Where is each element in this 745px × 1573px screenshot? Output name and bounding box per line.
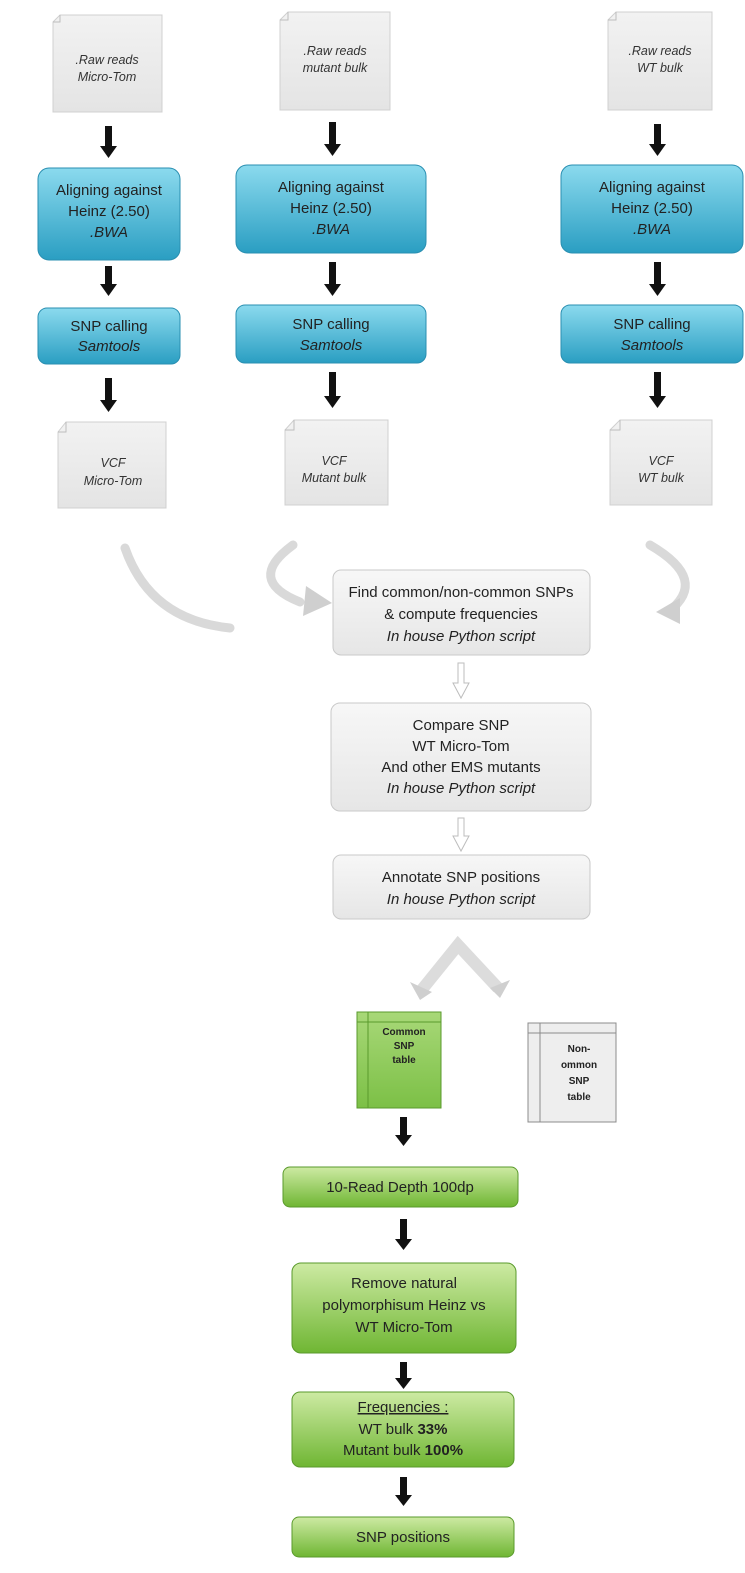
snp-positions-box: SNP positions [291, 1516, 515, 1558]
compare-line2: WT Micro-Tom [412, 738, 509, 755]
snp-calling-box-3: SNP calling Samtools [560, 304, 744, 364]
down-arrow-icon [324, 262, 341, 296]
align-line1-3: Aligning against [599, 179, 706, 196]
raw-reads-mutant-doc: .Raw reads mutant bulk [279, 11, 391, 111]
compare-line3: And other EMS mutants [381, 759, 540, 776]
down-arrow-icon [649, 372, 666, 408]
down-arrow-icon [100, 126, 117, 158]
read-depth-label: 10-Read Depth 100dp [326, 1179, 474, 1196]
align-tool-1: .BWA [90, 224, 128, 241]
frequencies-wt-value: 33% [417, 1421, 447, 1438]
raw-reads-wt-doc: .Raw reads WT bulk [607, 11, 713, 111]
vcf-label-2: VCF [322, 454, 348, 468]
annotate-box: Annotate SNP positions In house Python s… [332, 854, 591, 920]
raw-reads-label-1: .Raw reads [75, 53, 138, 67]
find-common-tool: In house Python script [387, 628, 536, 645]
noncommon-table-line1: Non- [568, 1044, 591, 1055]
vcf-microtom-doc: VCF Micro-Tom [57, 421, 167, 509]
raw-reads-label-2: .Raw reads [303, 44, 366, 58]
common-table-line2: SNP [394, 1041, 415, 1052]
frequencies-mutant-line: Mutant bulk 100% [343, 1442, 463, 1459]
down-arrow-icon [324, 122, 341, 156]
hollow-down-arrow-icon [452, 662, 470, 700]
vcf-label-1: VCF [101, 456, 127, 470]
find-common-box: Find common/non-common SNPs & compute fr… [332, 569, 591, 656]
down-arrow-icon [100, 266, 117, 296]
frequencies-wt-line: WT bulk 33% [359, 1421, 448, 1438]
snp-calling-tool-2: Samtools [300, 337, 363, 354]
remove-line3: WT Micro-Tom [355, 1319, 452, 1336]
align-box-3: Aligning against Heinz (2.50) .BWA [560, 164, 744, 254]
align-line2-2: Heinz (2.50) [290, 200, 372, 217]
raw-reads-name-3: WT bulk [637, 61, 684, 75]
snp-positions-label: SNP positions [356, 1529, 450, 1546]
noncommon-snp-table: Non- ommon SNP table [527, 1022, 617, 1123]
find-common-line1: Find common/non-common SNPs [348, 584, 573, 601]
align-box-1: Aligning against Heinz (2.50) .BWA [37, 167, 181, 261]
snp-calling-tool-1: Samtools [78, 338, 141, 355]
common-table-line3: table [392, 1055, 416, 1066]
align-tool-3: .BWA [633, 221, 671, 238]
curved-arrow-head-icon [303, 586, 680, 624]
down-arrow-icon [395, 1117, 412, 1146]
snp-calling-label-1: SNP calling [70, 318, 147, 335]
align-tool-2: .BWA [312, 221, 350, 238]
snp-calling-tool-3: Samtools [621, 337, 684, 354]
compare-snp-box: Compare SNP WT Micro-Tom And other EMS m… [330, 702, 592, 812]
frequencies-title: Frequencies : [358, 1399, 449, 1416]
remove-polymorphism-box: Remove natural polymorphisum Heinz vs WT… [291, 1262, 517, 1354]
vcf-name-2: Mutant bulk [302, 471, 367, 485]
frequencies-box: Frequencies : WT bulk 33% Mutant bulk 10… [291, 1391, 515, 1468]
align-line2-1: Heinz (2.50) [68, 203, 150, 220]
noncommon-table-line2: ommon [561, 1060, 597, 1071]
down-arrow-icon [324, 372, 341, 408]
compare-line1: Compare SNP [413, 717, 510, 734]
annotate-tool: In house Python script [387, 891, 536, 908]
raw-reads-name-1: Micro-Tom [78, 70, 137, 84]
down-arrow-icon [100, 378, 117, 412]
vcf-name-3: WT bulk [638, 471, 685, 485]
raw-reads-microtom-doc: .Raw reads Micro-Tom [52, 14, 163, 113]
raw-reads-label-3: .Raw reads [628, 44, 691, 58]
snp-calling-label-3: SNP calling [613, 316, 690, 333]
vcf-wt-doc: VCF WT bulk [609, 419, 713, 506]
raw-reads-name-2: mutant bulk [303, 61, 368, 75]
remove-line2: polymorphisum Heinz vs [322, 1297, 485, 1314]
align-box-2: Aligning against Heinz (2.50) .BWA [235, 164, 427, 254]
noncommon-table-line4: table [567, 1092, 591, 1103]
frequencies-mutant-label: Mutant bulk [343, 1442, 425, 1459]
align-line2-3: Heinz (2.50) [611, 200, 693, 217]
snp-calling-label-2: SNP calling [292, 316, 369, 333]
annotate-line1: Annotate SNP positions [382, 869, 540, 886]
down-arrow-icon [395, 1219, 412, 1250]
vcf-label-3: VCF [649, 454, 675, 468]
frequencies-mutant-value: 100% [425, 1442, 463, 1459]
vcf-name-1: Micro-Tom [84, 474, 143, 488]
compare-tool: In house Python script [387, 780, 536, 797]
align-line1-2: Aligning against [278, 179, 385, 196]
split-arrow-icon [410, 935, 510, 1000]
down-arrow-icon [649, 124, 666, 156]
down-arrow-icon [395, 1477, 412, 1506]
snp-calling-box-2: SNP calling Samtools [235, 304, 427, 364]
snp-calling-box-1: SNP calling Samtools [37, 307, 181, 365]
common-table-line1: Common [382, 1027, 425, 1038]
noncommon-table-line3: SNP [569, 1076, 590, 1087]
frequencies-wt-label: WT bulk [359, 1421, 418, 1438]
align-line1-1: Aligning against [56, 182, 163, 199]
find-common-line2: & compute frequencies [384, 606, 537, 623]
down-arrow-icon [395, 1362, 412, 1389]
vcf-mutant-doc: VCF Mutant bulk [284, 419, 389, 506]
hollow-down-arrow-icon [452, 817, 470, 853]
remove-line1: Remove natural [351, 1275, 457, 1292]
read-depth-box: 10-Read Depth 100dp [282, 1166, 519, 1208]
common-snp-table: Common SNP table [356, 1011, 442, 1109]
down-arrow-icon [649, 262, 666, 296]
